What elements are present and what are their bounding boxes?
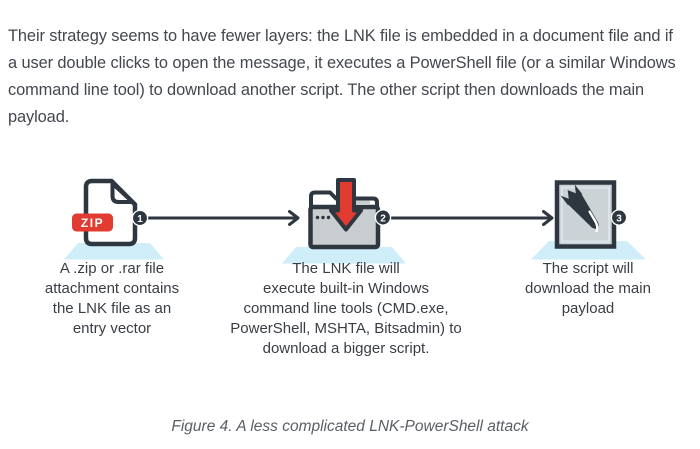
intro-paragraph: Their strategy seems to have fewer layer…: [8, 23, 698, 131]
step-text-line: entry vector: [72, 320, 152, 337]
folder-icon-shadow: [282, 247, 406, 264]
payload-bomb-icon: [554, 180, 617, 249]
step-number: 2: [380, 213, 386, 224]
folder-download-icon: [308, 178, 381, 250]
step-text-line: A .zip or .rar file: [59, 260, 165, 277]
arrow-step1-to-step2: [147, 210, 300, 226]
dot: [326, 215, 331, 220]
folder-paper-stripe: [356, 200, 370, 204]
zip-badge: [72, 213, 113, 232]
dot: [315, 215, 320, 220]
intro-line-1: Their strategy seems to have fewer layer…: [8, 27, 673, 46]
step-number: 3: [616, 213, 622, 224]
step-text-line: download the main: [525, 280, 651, 297]
intro-line-2: a user double clicks to open the message…: [8, 54, 676, 73]
figure-caption: Figure 4. A less complicated LNK-PowerSh…: [171, 418, 529, 435]
step-3-description: The script will download the main payloa…: [498, 259, 678, 319]
step-text-line: attachment contains: [44, 280, 180, 297]
bomb-glyph: [560, 184, 599, 233]
step-text-line: the LNK file as an: [52, 300, 172, 317]
arrow-step2-to-step3: [391, 210, 554, 226]
step-text-line: download a bigger script.: [262, 340, 430, 357]
step-text-line: command line tools (CMD.exe,: [243, 300, 449, 317]
folded-corner: [110, 181, 135, 204]
download-arrow-icon: [329, 178, 363, 232]
dot: [321, 215, 325, 220]
step-marker-3: 3: [610, 209, 628, 226]
step-text-line: payload: [561, 300, 615, 317]
zip-file-icon: ZIP: [72, 178, 138, 247]
zip-icon-shadow: [64, 243, 164, 260]
step-text-line: PowerShell, MSHTA, Bitsadmin) to: [230, 320, 462, 337]
diagram-artwork: ZIP: [64, 178, 646, 264]
step-text-line: The LNK file will: [292, 260, 400, 277]
intro-line-3: command line tool) to download another s…: [8, 81, 645, 100]
step-text-line: The script will: [542, 260, 634, 277]
step-number: 1: [137, 214, 143, 225]
intro-line-4: payload.: [8, 108, 70, 127]
panel-inner-border: [561, 186, 610, 243]
step-1-description: A .zip or .rar file attachment contains …: [22, 259, 202, 339]
arrowhead-icon: [542, 210, 554, 226]
zip-badge-label: ZIP: [81, 216, 104, 230]
step-marker-2: 2: [374, 209, 392, 226]
step-marker-1: 1: [131, 209, 149, 227]
step-text-line: execute built-in Windows: [263, 280, 429, 297]
step-2-description: The LNK file will execute built-in Windo…: [221, 259, 471, 359]
arrowhead-icon: [288, 210, 300, 226]
